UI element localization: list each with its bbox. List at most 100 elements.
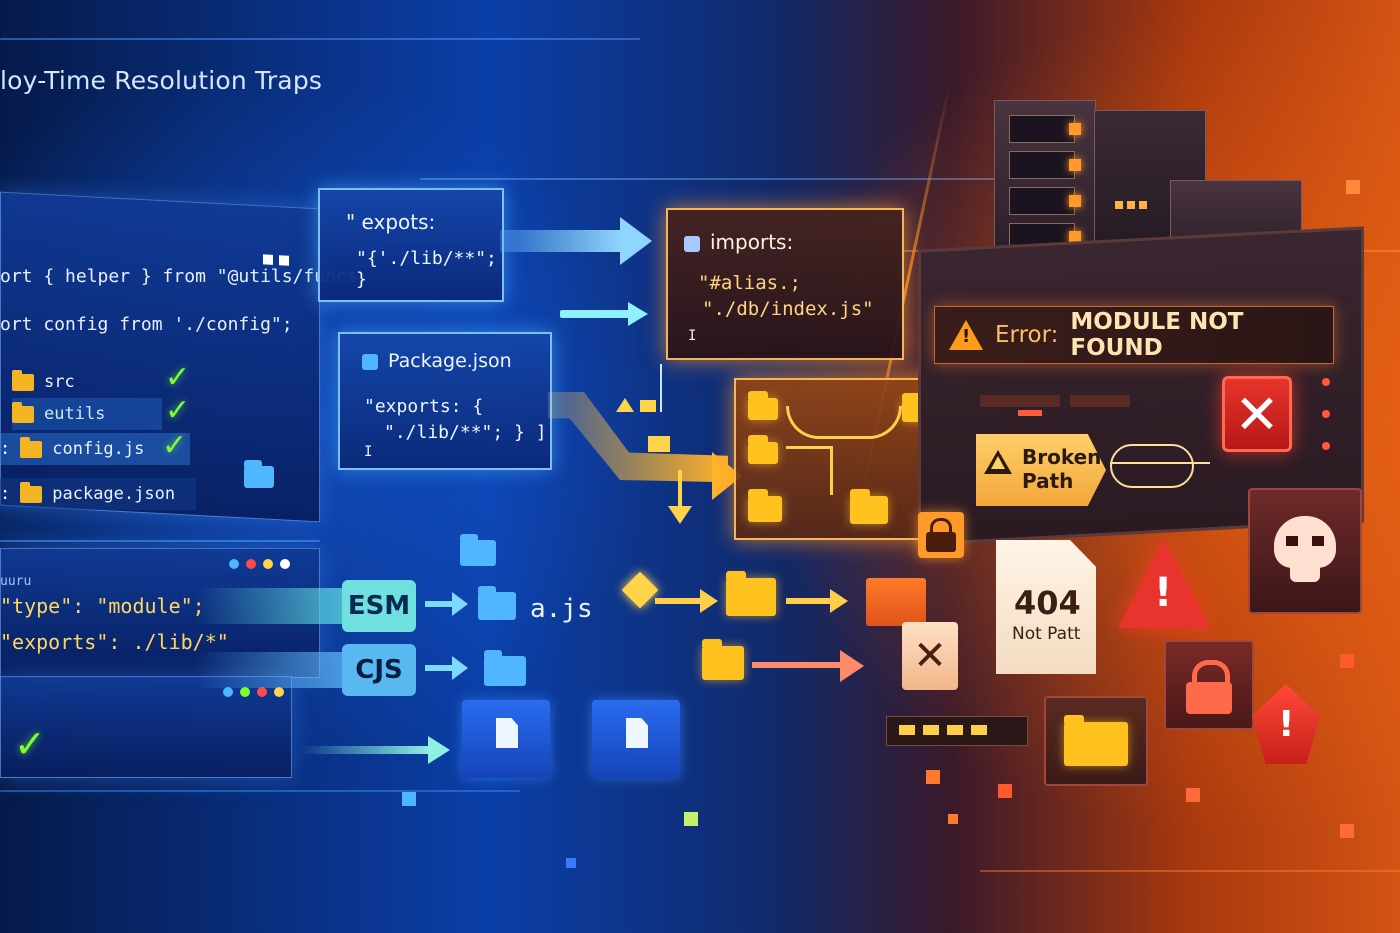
check-icon: ✓ [14,722,46,766]
folder-icon [1064,715,1128,766]
folder-tile [1044,696,1148,786]
snippet-header: uuru [0,574,32,589]
flow-arrow [752,662,842,668]
pixel-square [998,784,1012,798]
connector-line [786,446,833,495]
tree-item-src[interactable]: src [12,366,75,398]
folder-icon [748,435,778,464]
broken-path-line1: Broken [1022,445,1102,469]
lock-icon [1186,682,1232,714]
window-dot [263,559,273,569]
pixel-square [1340,654,1354,668]
arrow-head-icon [452,592,468,616]
server-led [899,725,915,735]
decision-diamond-icon [621,571,659,609]
exports-card-value: "{'./lib/**"; } [356,248,497,290]
tree-item-label: eutils [44,404,106,424]
imports-card-title: imports: [710,230,794,254]
module-file-tile [592,700,680,778]
error-banner: ! Error: MODULE NOT FOUND [934,306,1334,364]
file-icon [362,353,378,370]
pixel-square [1186,788,1200,802]
tree-item-utils[interactable]: eutils [12,398,162,430]
folder-map-panel [734,378,954,540]
code-line-exports: "exports": ./lib/*" [0,630,229,654]
light-streak [420,178,1020,180]
error-x-icon[interactable]: ✕ [1222,376,1292,452]
server-led [1115,201,1123,209]
server-led [1069,195,1081,207]
broken-path-line2: Path [1022,469,1074,493]
warning-icon [1118,540,1210,628]
code-line-import-helper: ort { helper } from "@utils/funcs; [0,266,369,287]
arrow-head-icon [668,506,692,524]
connector-line [786,406,902,439]
arrow-head-icon [700,589,718,613]
package-json-line2: "./lib/**"; } ] [384,422,547,443]
not-found-text: Not Patt [1012,624,1081,644]
lock-shackle [930,518,952,535]
arrow-head-icon [428,736,450,764]
server-led [1127,201,1135,209]
imports-card-line2: "./db/index.js" [702,298,874,320]
server-slot [1009,187,1075,215]
status-led [1322,410,1330,418]
folder-icon [460,534,496,566]
connector-line [1110,462,1210,464]
light-streak [980,870,1400,872]
package-json-card: Package.json "exports: { "./lib/**"; } ]… [338,332,552,470]
status-led [1322,378,1330,386]
folder-icon [484,650,526,686]
exports-card-title: " expots: [346,210,436,234]
imports-card-line1: "#alias.; [698,272,801,294]
folder-icon [702,639,744,680]
lock-icon [918,512,964,558]
error-message: MODULE NOT FOUND [1070,309,1244,361]
light-beam [196,588,342,624]
window-dot [240,687,250,697]
server-rack [994,100,1096,262]
flow-arrow [425,665,453,671]
arrow-head-icon [830,589,848,613]
esm-badge: ESM [342,580,416,632]
status-bar [1070,395,1130,407]
tools-icon: ✕ [902,622,958,690]
flow-arrow [655,598,701,604]
flow-arrow [786,598,832,604]
exports-card: " expots: "{'./lib/**"; } [318,188,504,302]
tree-item-label: config.js [52,439,145,459]
arrow-head-icon [840,650,864,682]
status-led [1322,442,1330,450]
server-led [1069,123,1081,135]
flow-arrow [560,310,630,318]
window-dot [257,687,267,697]
code-line-type: "type": "module"; [0,594,205,618]
file-icon [684,235,700,252]
check-icon: ✓ [165,393,191,428]
imports-card-header: imports: [684,230,793,254]
not-found-document: 404 Not Patt [996,540,1096,674]
lock-tile [1164,640,1254,730]
arrow-head-icon [628,302,648,326]
warning-icon: ! [949,320,983,350]
pixel-square [648,436,670,452]
file-icon [626,718,648,748]
skull-eye [1312,536,1324,546]
flow-arrow [548,392,728,483]
status-bar [980,395,1060,407]
light-streak [0,38,640,40]
pixel-square [1346,180,1360,194]
skull-jaw [1290,566,1320,582]
flow-arrow [300,746,430,754]
module-file-tile [462,700,550,778]
folder-icon [478,586,516,620]
tree-item-package-json[interactable]: : package.json [0,478,196,510]
tree-item-config[interactable]: : config.js [0,433,190,465]
pixel-square [926,770,940,784]
window-dot [263,254,273,265]
window-dot [223,687,233,697]
package-json-card-header: Package.json [362,350,512,372]
window-dot [279,255,289,266]
server-led [947,725,963,735]
check-icon: ✓ [165,360,191,395]
